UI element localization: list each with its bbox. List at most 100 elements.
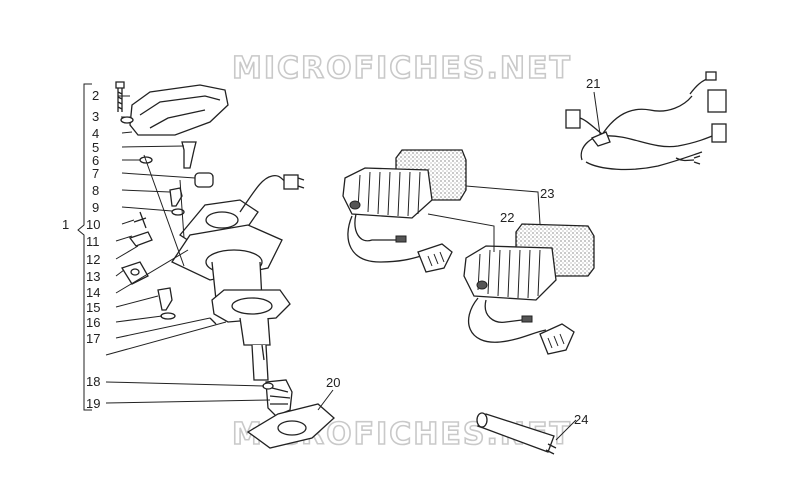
wire-upper-b (354, 213, 396, 242)
wire-upper-a (347, 215, 431, 263)
callout-15: 15 (86, 300, 100, 315)
callout-20: 20 (326, 375, 340, 390)
mount-hole-upper (349, 200, 361, 210)
shaft-line (261, 344, 265, 361)
group-bracket (77, 83, 92, 411)
harness-clip (590, 131, 611, 147)
screw-8 (169, 187, 183, 207)
bracket-12 (128, 231, 153, 247)
distributor-wire (239, 174, 287, 213)
pin-17 (209, 317, 217, 325)
terminal-lower (521, 315, 533, 323)
harness-plug-top (705, 71, 717, 81)
distributor-assembly (77, 81, 335, 449)
leader-22 (427, 213, 495, 252)
gear-teeth (269, 387, 291, 405)
leader-18 (105, 381, 265, 387)
fins-upper (357, 171, 421, 217)
callout-10: 10 (86, 217, 100, 232)
callout-11: 11 (86, 234, 100, 249)
harness-connector-left (565, 109, 581, 129)
cover-inner (149, 109, 206, 129)
plug-upper (417, 243, 453, 273)
leader-11 (115, 235, 133, 242)
leader-17 (115, 317, 211, 339)
harness-branch-1 (585, 151, 703, 171)
screw-head (115, 81, 125, 89)
leader-9 (121, 206, 173, 212)
callout-23: 23 (540, 186, 554, 201)
callout-5: 5 (92, 140, 99, 155)
guide-lines (143, 154, 185, 267)
callout-17: 17 (86, 331, 100, 346)
callout-12: 12 (86, 252, 100, 267)
gasket-hole (277, 420, 307, 436)
rotor (181, 141, 197, 169)
plate-hub (205, 211, 239, 229)
wire-lower-a (468, 297, 547, 343)
harness-branch-5 (675, 157, 695, 162)
shaft (251, 344, 269, 381)
harness-wire-ends (693, 155, 701, 165)
cover-edge (139, 95, 221, 116)
callout-labels: 1 2 3 4 5 6 7 8 9 10 11 12 13 14 15 16 1… (62, 76, 600, 427)
fuse-leads (545, 443, 557, 455)
callout-13: 13 (86, 269, 100, 284)
leader-15 (115, 295, 159, 308)
callout-1: 1 (62, 217, 69, 232)
washer-3 (120, 116, 134, 124)
callout-21: 21 (586, 76, 600, 91)
leader-10 (121, 219, 135, 225)
distributor-cover (129, 84, 229, 136)
leader-5 (121, 145, 185, 148)
callout-4: 4 (92, 126, 99, 141)
wiring-harness (565, 71, 727, 171)
leader-14 (115, 249, 189, 294)
callout-3: 3 (92, 109, 99, 124)
harness-connector-right (711, 123, 727, 143)
shaft-sleeve (239, 317, 271, 346)
callout-19: 19 (86, 396, 100, 411)
callout-6: 6 (92, 153, 99, 168)
leader-21 (593, 91, 601, 135)
washer-9 (171, 208, 185, 216)
callout-22: 22 (500, 210, 514, 225)
leader-20 (317, 389, 334, 411)
screw-thread (117, 88, 123, 112)
regulator-upper (342, 149, 467, 273)
screw-15 (157, 287, 173, 311)
leader-13 (115, 269, 125, 277)
leader-19 (105, 399, 271, 404)
condenser (194, 172, 214, 188)
connector-pins (297, 177, 305, 189)
callout-16: 16 (86, 315, 100, 330)
wire-lower-b (484, 299, 523, 323)
leader-12 (115, 245, 139, 260)
harness-branch-2 (599, 95, 693, 139)
watermark-top: MICROFICHES.NET (232, 51, 572, 86)
callout-7: 7 (92, 166, 99, 181)
harness-connector-top-right (707, 89, 727, 113)
callout-24: 24 (574, 412, 588, 427)
terminal-upper (395, 235, 407, 243)
pin-18 (262, 382, 274, 390)
washer-16 (160, 312, 176, 320)
fuse-end (476, 412, 488, 428)
leader-24 (555, 419, 577, 441)
fuse-holder (476, 412, 577, 455)
callout-8: 8 (92, 183, 99, 198)
leader-23 (465, 185, 541, 225)
leader-unnamed (105, 321, 227, 356)
leader-8 (121, 189, 171, 193)
fins-lower (477, 249, 541, 299)
plug-lower (539, 323, 575, 355)
harness-main (580, 131, 723, 161)
callout-18: 18 (86, 374, 100, 389)
plug-pins-upper (427, 251, 445, 267)
callout-14: 14 (86, 285, 100, 300)
plate-13-hole (130, 268, 140, 276)
callout-2: 2 (92, 88, 99, 103)
regulator-lower (427, 185, 595, 355)
